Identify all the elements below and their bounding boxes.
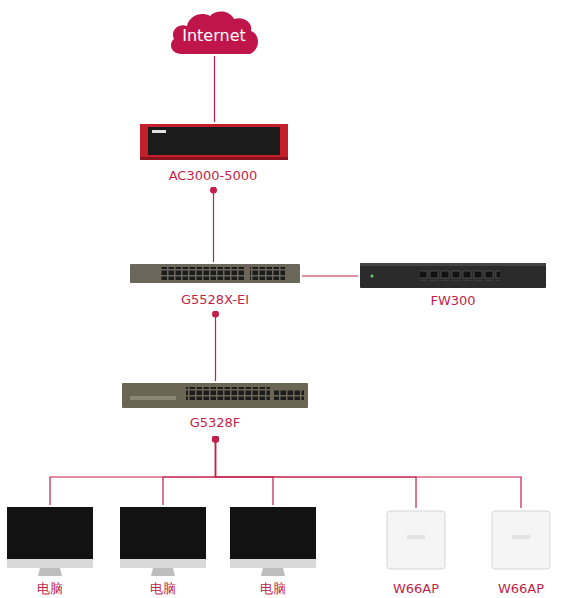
front-panel [148, 127, 280, 155]
network-link [216, 439, 274, 505]
screen [230, 507, 316, 559]
node-label: G5328F [98, 415, 332, 431]
stand [151, 568, 175, 576]
screen [7, 507, 93, 559]
node-label: G5528X-EI [108, 292, 322, 308]
device-node: W66AP [381, 508, 451, 597]
node-label: 电脑 [0, 581, 115, 597]
ap-body [492, 511, 550, 569]
device-node: G5328F [118, 381, 312, 431]
device-node: 电脑 [5, 505, 95, 597]
network-link [216, 439, 417, 508]
device-node: W66AP [486, 508, 556, 597]
access-switch-illustration [122, 383, 308, 408]
device-node: 电脑 [228, 505, 318, 597]
network-link [215, 314, 216, 381]
network-link [214, 56, 215, 122]
monitor-illustration [7, 507, 93, 576]
stand [261, 568, 285, 576]
chassis-top [360, 263, 546, 266]
screen [120, 507, 206, 559]
core-switch-illustration [130, 264, 300, 283]
sfp-ports [250, 267, 285, 280]
chin [230, 559, 316, 568]
network-link [163, 439, 216, 505]
cloud-node: Internet [168, 10, 260, 56]
logo-plate [152, 130, 166, 133]
chassis [360, 263, 546, 288]
network-link [50, 439, 216, 505]
stand [38, 568, 62, 576]
node-label: 电脑 [98, 581, 228, 597]
network-link [213, 190, 214, 262]
network-link [302, 275, 358, 276]
ap-logo [407, 535, 425, 539]
node-label: 电脑 [208, 581, 338, 597]
port-row [172, 140, 214, 150]
device-node: G5528X-EI [128, 262, 302, 308]
chassis [130, 264, 300, 283]
trim [130, 396, 176, 400]
firewall-illustration [360, 263, 546, 288]
ap-body [387, 511, 445, 569]
chin [7, 559, 93, 568]
node-label: Internet [168, 10, 260, 56]
port-grid [160, 267, 244, 280]
port-row [420, 270, 500, 281]
device-node: 电脑 [118, 505, 208, 597]
access-point-illustration [492, 511, 550, 569]
node-label: AC3000-5000 [115, 168, 311, 184]
ac-controller-illustration [140, 124, 288, 160]
status-led [371, 275, 374, 278]
sfp-ports [274, 389, 304, 400]
node-label: W66AP [466, 581, 565, 597]
chassis [122, 383, 308, 408]
device-node: FW300 [358, 261, 548, 309]
ap-logo [512, 535, 530, 539]
chassis-base [140, 157, 288, 160]
monitor-illustration [230, 507, 316, 576]
node-label: W66AP [361, 581, 471, 597]
monitor-illustration [120, 507, 206, 576]
network-link [216, 439, 522, 508]
access-point-illustration [387, 511, 445, 569]
port-row [226, 140, 254, 150]
node-label: FW300 [338, 293, 565, 309]
port-grid [186, 387, 270, 400]
chassis [140, 124, 288, 158]
chin [120, 559, 206, 568]
device-node: AC3000-5000 [135, 122, 291, 184]
